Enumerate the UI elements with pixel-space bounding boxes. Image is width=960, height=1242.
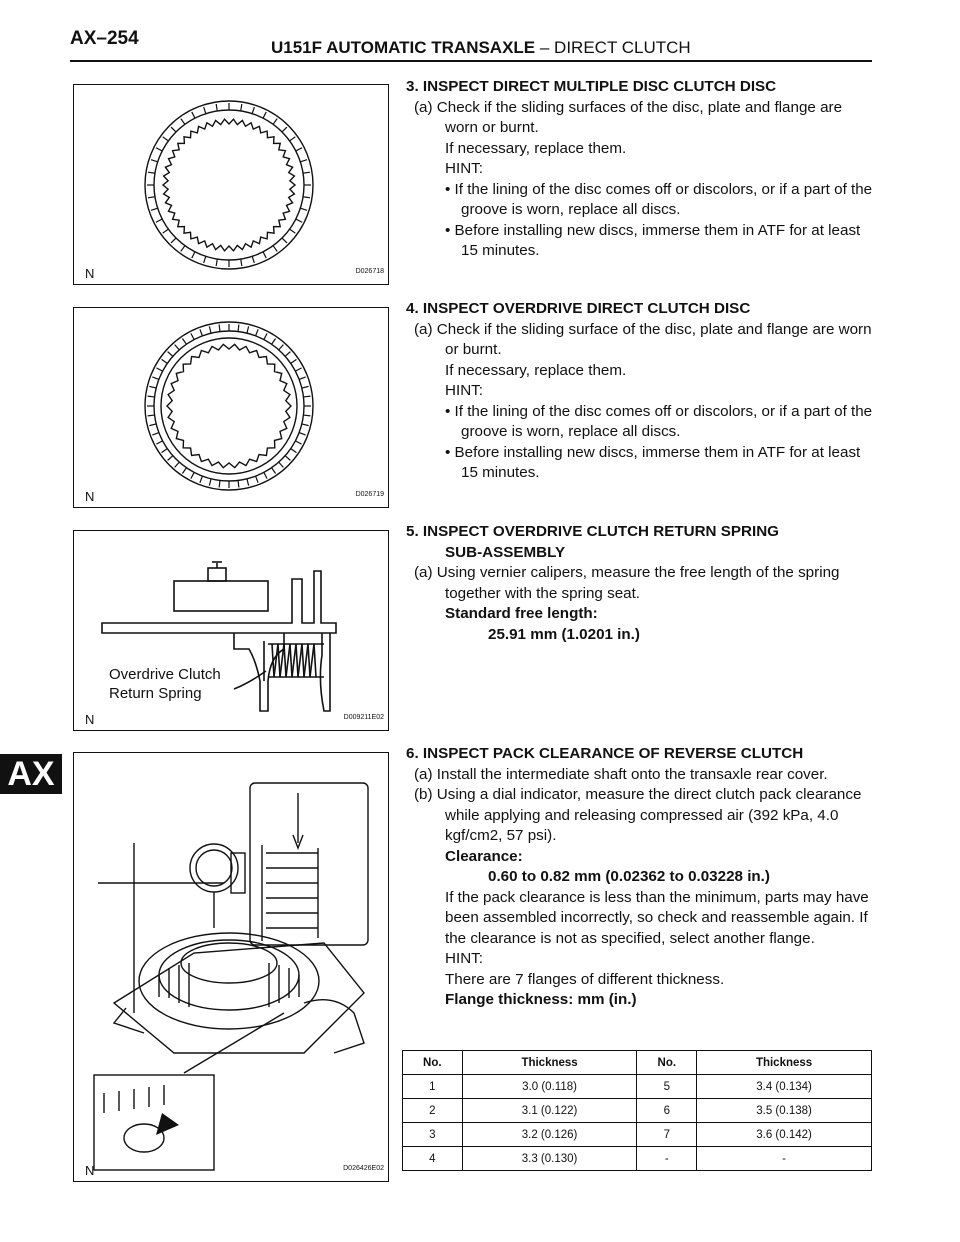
table-cell: 3.3 (0.130) xyxy=(461,1146,638,1171)
table-cell: 4 xyxy=(402,1146,463,1171)
figure-north-mark: N xyxy=(85,489,95,504)
table-title: Flange thickness: mm (in.) xyxy=(445,991,637,1008)
table-row: 3 3.2 (0.126) 7 3.6 (0.142) xyxy=(402,1122,872,1147)
section-tab: AX xyxy=(0,754,62,794)
instruction-line: If necessary, replace them. xyxy=(445,139,627,157)
hint-label: HINT: xyxy=(445,950,483,967)
section-title: U151F AUTOMATIC TRANSAXLE xyxy=(271,38,536,57)
step-6: 6. INSPECT PACK CLEARANCE OF REVERSE CLU… xyxy=(406,744,876,1011)
figure-return-spring: Overdrive Clutch Return Spring N D009211… xyxy=(73,530,389,731)
column-header: Thickness xyxy=(461,1050,638,1075)
column-header: No. xyxy=(402,1050,463,1075)
sub-step-a: (a) Check if the sliding surface of the … xyxy=(414,320,872,359)
table-cell: 3 xyxy=(402,1122,463,1147)
hint-label: HINT: xyxy=(445,382,483,399)
column-header: No. xyxy=(636,1050,698,1075)
table-cell: 3.5 (0.138) xyxy=(696,1098,872,1123)
hint-label: HINT: xyxy=(445,160,483,177)
step-heading-cont: SUB-ASSEMBLY xyxy=(445,543,566,561)
figure-code: D026426E02 xyxy=(343,1165,384,1172)
table-cell: 2 xyxy=(402,1098,463,1123)
hint-bullet: • If the lining of the disc comes off or… xyxy=(445,402,873,441)
dial-indicator-illustration xyxy=(93,782,369,1171)
hint-bullet: • Before installing new discs, immerse t… xyxy=(445,443,861,482)
figure-code: D026719 xyxy=(355,491,384,498)
sub-step-a: (a) Install the intermediate shaft onto … xyxy=(414,765,828,783)
step-5: 5. INSPECT OVERDRIVE CLUTCH RETURN SPRIN… xyxy=(406,522,876,645)
clearance-label: Clearance: xyxy=(445,847,523,865)
instruction-line: If necessary, replace them. xyxy=(445,361,627,379)
step-heading: 3. INSPECT DIRECT MULTIPLE DISC CLUTCH D… xyxy=(406,78,777,95)
figure-pack-clearance: N D026426E02 xyxy=(73,752,389,1182)
table-cell: 6 xyxy=(636,1098,698,1123)
column-header: Thickness xyxy=(696,1050,872,1075)
table-cell: - xyxy=(696,1146,872,1171)
table-cell: 1 xyxy=(402,1074,463,1099)
callout-line-2: Return Spring xyxy=(109,685,202,702)
sub-step-b: (b) Using a dial indicator, measure the … xyxy=(414,786,862,844)
figure-clutch-disc: N D026718 xyxy=(73,84,389,285)
standard-value: 25.91 mm (1.0201 in.) xyxy=(488,625,640,643)
table-cell: 3.4 (0.134) xyxy=(696,1074,872,1099)
figure-north-mark: N xyxy=(85,266,95,281)
table-cell: - xyxy=(636,1146,698,1171)
standard-label: Standard free length: xyxy=(445,605,598,622)
figure-north-mark: N xyxy=(85,712,95,727)
hint-text: There are 7 flanges of different thickne… xyxy=(445,970,725,988)
callout-label: Overdrive Clutch Return Spring xyxy=(109,665,221,703)
overdrive-disc-illustration xyxy=(144,321,314,491)
table-cell: 3.6 (0.142) xyxy=(696,1122,872,1147)
sub-step-a: (a) Check if the sliding surfaces of the… xyxy=(414,98,843,137)
figure-code: D009211E02 xyxy=(343,714,384,721)
step-3: 3. INSPECT DIRECT MULTIPLE DISC CLUTCH D… xyxy=(406,77,876,262)
hint-bullet: • Before installing new discs, immerse t… xyxy=(445,221,861,260)
table-cell: 3.1 (0.122) xyxy=(461,1098,638,1123)
step-4: 4. INSPECT OVERDRIVE DIRECT CLUTCH DISC … xyxy=(406,299,876,484)
table-row: 4 3.3 (0.130) - - xyxy=(402,1146,872,1171)
step-heading: 4. INSPECT OVERDRIVE DIRECT CLUTCH DISC xyxy=(406,300,751,317)
sub-step-a: (a) Using vernier calipers, measure the … xyxy=(414,564,840,602)
subsection-title: – DIRECT CLUTCH xyxy=(535,38,691,57)
figure-north-mark: N xyxy=(85,1163,95,1178)
figure-code: D026718 xyxy=(355,268,384,275)
table-cell: 5 xyxy=(636,1074,698,1099)
clutch-disc-illustration xyxy=(144,100,314,270)
figure-overdrive-disc: N D026719 xyxy=(73,307,389,508)
callout-line-1: Overdrive Clutch xyxy=(109,666,221,683)
table-row: 1 3.0 (0.118) 5 3.4 (0.134) xyxy=(402,1074,872,1099)
step-heading: 5. INSPECT OVERDRIVE CLUTCH RETURN SPRIN… xyxy=(406,523,779,540)
table-cell: 7 xyxy=(636,1122,698,1147)
table-cell: 3.2 (0.126) xyxy=(461,1122,638,1147)
flange-thickness-table: No. Thickness No. Thickness 1 3.0 (0.118… xyxy=(402,1050,872,1171)
clearance-value: 0.60 to 0.82 mm (0.02362 to 0.03228 in.) xyxy=(488,868,770,885)
vernier-caliper-illustration xyxy=(101,561,337,712)
header-rule xyxy=(70,60,872,62)
table-header-row: No. Thickness No. Thickness xyxy=(402,1050,872,1075)
table-cell: 3.0 (0.118) xyxy=(461,1074,638,1099)
page-code: AX–254 xyxy=(70,28,139,49)
table-row: 2 3.1 (0.122) 6 3.5 (0.138) xyxy=(402,1098,872,1123)
page-title: U151F AUTOMATIC TRANSAXLE – DIRECT CLUTC… xyxy=(271,38,691,58)
instruction-paragraph: If the pack clearance is less than the m… xyxy=(445,888,869,947)
step-heading: 6. INSPECT PACK CLEARANCE OF REVERSE CLU… xyxy=(406,745,804,762)
hint-bullet: • If the lining of the disc comes off or… xyxy=(445,180,873,219)
